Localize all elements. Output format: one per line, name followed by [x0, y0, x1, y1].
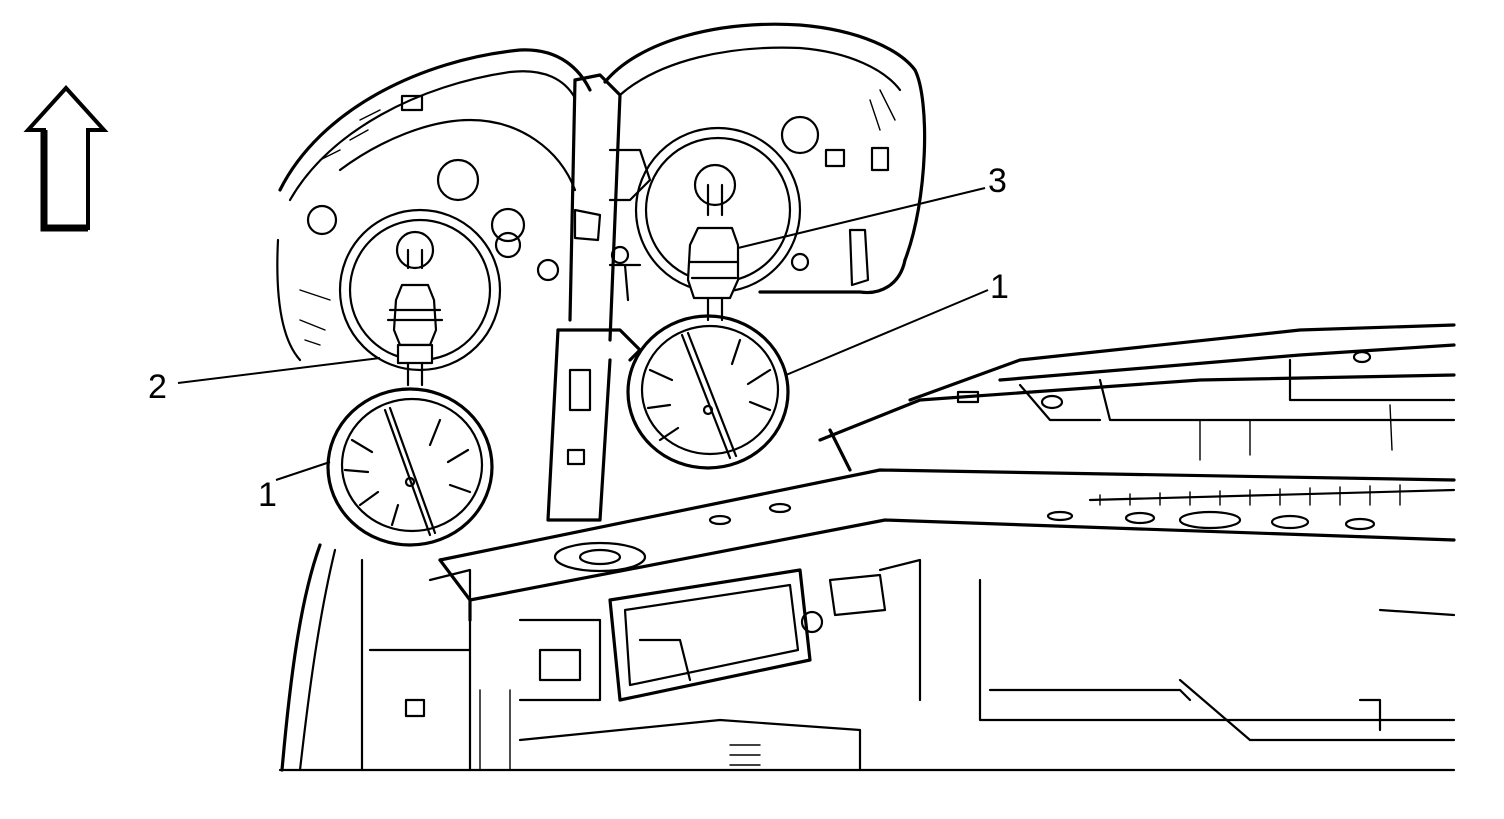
- callout-3: 3: [988, 162, 1007, 200]
- left-dust-cover: [326, 387, 494, 547]
- right-headlamp-bulb: [686, 163, 740, 322]
- leader-1-right: [785, 289, 989, 376]
- left-headlamp-bulb: [386, 230, 444, 387]
- right-headlamp-housing: [603, 22, 927, 295]
- center-bracket: [546, 73, 642, 522]
- left-headlamp-housing: [276, 48, 592, 372]
- lower-engine-bay: [278, 543, 1456, 772]
- up-arrow-icon: [23, 85, 109, 232]
- callout-1-right: 1: [990, 268, 1009, 306]
- callout-1-left: 1: [258, 476, 277, 514]
- leader-2: [177, 357, 381, 384]
- callout-2: 2: [148, 368, 167, 406]
- leader-1-left: [275, 461, 331, 481]
- leader-lines: [177, 187, 989, 481]
- leader-3: [737, 187, 986, 249]
- right-dust-cover: [626, 314, 790, 470]
- radiator-support: [438, 323, 1456, 622]
